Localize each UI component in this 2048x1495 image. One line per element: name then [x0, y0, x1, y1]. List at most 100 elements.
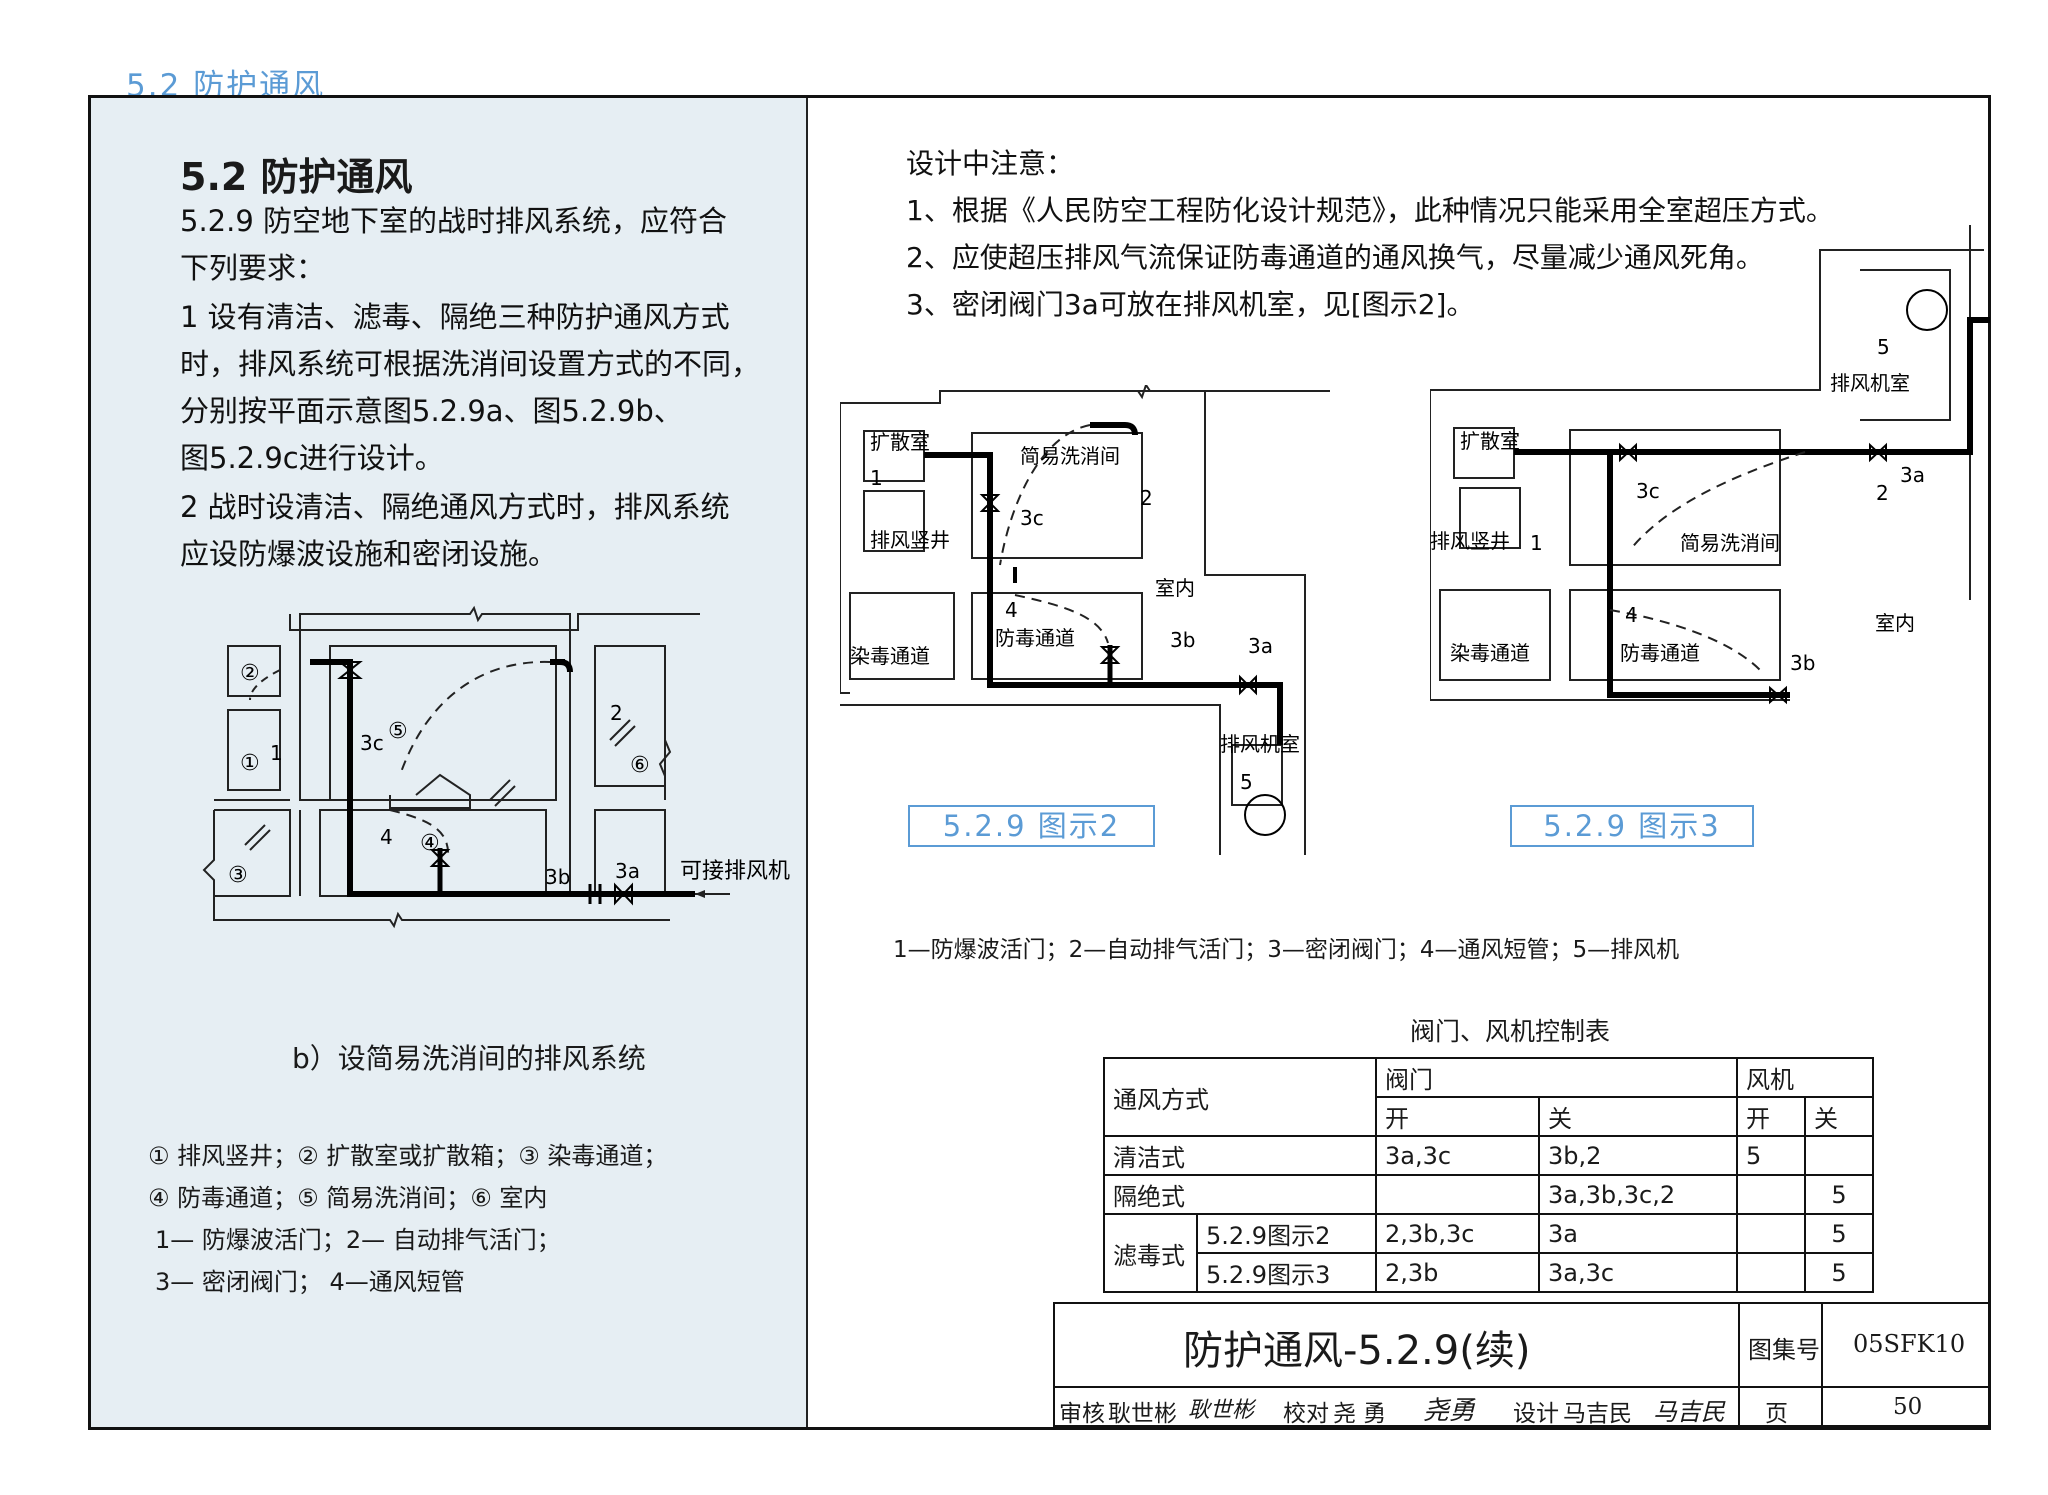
diagram-label: 3c: [1636, 479, 1660, 503]
page-label: 页: [1765, 1401, 1788, 1427]
figure-2-caption: 5.2.9 图示2: [908, 805, 1155, 847]
left-paragraph: 2 战时设清洁、隔绝通风方式时，排风系统: [180, 490, 730, 524]
page-number: 50: [1893, 1394, 1923, 1420]
left-paragraph: 下列要求：: [180, 251, 326, 285]
diagram-label: 5: [1877, 335, 1890, 359]
table-cell: 5: [1804, 1174, 1874, 1215]
table-cell: 3a: [1538, 1213, 1738, 1254]
table-cell: 隔绝式: [1103, 1174, 1377, 1215]
diagram-label: 5: [1240, 770, 1253, 794]
atlas-number: 05SFK10: [1853, 1330, 1966, 1358]
design-label: 设计: [1513, 1401, 1559, 1427]
diagram-label: 室内: [1155, 576, 1195, 600]
table-head-fan: 风机: [1736, 1057, 1874, 1098]
check-label: 校对: [1283, 1401, 1329, 1427]
table-cell: 2,3b: [1375, 1252, 1540, 1293]
diagram-label: 扩散室: [1460, 429, 1520, 453]
figure-2-diagram: 扩散室 排风竖井 1 简易洗消间 染毒通道 防毒通道 室内 排风机室 2 4 5…: [840, 385, 1330, 855]
table-row: 滤毒式 5.2.9图示2 2,3b,3c 3a 5: [1103, 1213, 1874, 1293]
left-plan-diagram: ② ① 1 3c ⑤ 2 ⑥ 4 ④ ③ 3b 3a 可接排风机: [202, 605, 790, 929]
table-cell: 5.2.9图示3: [1196, 1252, 1377, 1293]
diagram-label: 室内: [1875, 611, 1915, 635]
left-paragraph: 应设防爆波设施和密闭设施。: [180, 537, 558, 571]
table-row: 5.2.9图示3 2,3b 3a,3c 5: [1104, 1252, 1874, 1293]
table-cell: 3b,2: [1538, 1135, 1738, 1176]
left-section-title: 5.2 防护通风: [180, 155, 413, 199]
table-cell: 5: [1804, 1252, 1874, 1293]
design-note: 3、密闭阀门3a可放在排风机室，见[图示2]。: [906, 288, 1475, 321]
checker-name: 尧 勇: [1333, 1401, 1387, 1427]
diagram-label: 4: [1005, 598, 1018, 622]
design-note: 1、根据《人民防空工程防化设计规范》，此种情况只能采用全室超压方式。: [906, 194, 1834, 227]
table-header-row: 开 关 开 关: [1104, 1096, 1874, 1137]
diagram-label: 2: [1140, 486, 1153, 510]
diagram-label: 3b: [1790, 651, 1815, 675]
diagram-label: 排风机室: [1220, 732, 1300, 756]
table-cell: 5.2.9图示2: [1196, 1213, 1377, 1254]
diagram-label: 防毒通道: [995, 626, 1075, 650]
diagram-label: 可接排风机: [680, 859, 790, 884]
left-paragraph: 5.2.9 防空地下室的战时排风系统，应符合: [180, 204, 728, 238]
diagram-label: ⑥: [630, 753, 650, 778]
table-cell: 5: [1804, 1213, 1874, 1254]
table-cell: 3a,3b,3c,2: [1538, 1174, 1738, 1215]
diagram-label: 1: [870, 466, 883, 490]
left-legend-line: ① 排风竖井；② 扩散室或扩散箱；③ 染毒通道；: [148, 1142, 668, 1170]
left-paragraph: 分别按平面示意图5.2.9a、图5.2.9b、: [180, 394, 683, 428]
left-legend-line: 1— 防爆波活门；2— 自动排气活门；: [155, 1226, 561, 1254]
left-diagram-caption: b）设简易洗消间的排风系统: [292, 1042, 646, 1075]
diagram-label: ④: [420, 831, 440, 856]
left-legend-line: ④ 防毒通道；⑤ 简易洗消间；⑥ 室内: [148, 1184, 548, 1212]
diagram-label: 简易洗消间: [1680, 531, 1780, 555]
diagram-label: ⑤: [388, 719, 408, 744]
table-cell: [1736, 1252, 1806, 1293]
diagram-label: 3a: [1248, 634, 1273, 658]
diagram-label: 2: [1876, 481, 1889, 505]
title-block-title: 防护通风-5.2.9(续): [1183, 1328, 1531, 1374]
table-head-valve-close: 关: [1538, 1096, 1738, 1137]
atlas-label: 图集号: [1748, 1336, 1820, 1364]
table-cell: [1375, 1174, 1540, 1215]
diagram-label: 简易洗消间: [1020, 444, 1120, 468]
table-cell: 滤毒式: [1103, 1213, 1198, 1293]
table-head-fan-close: 关: [1804, 1096, 1874, 1137]
diagram-label: 3b: [545, 865, 570, 889]
checker-signature: 尧勇: [1423, 1396, 1476, 1426]
table-head-valve: 阀门: [1375, 1057, 1738, 1098]
diagram-label: 3a: [1900, 463, 1925, 487]
diagram-label: 排风竖井: [870, 528, 950, 552]
table-row: 清洁式 3a,3c 3b,2 5: [1103, 1135, 1874, 1176]
diagram-label: 排风机室: [1830, 371, 1910, 395]
table-cell: 2,3b,3c: [1375, 1213, 1540, 1254]
diagram-label: ③: [228, 863, 248, 888]
valve-fan-control-table: 通风方式 阀门 风机 开 关 开 关 清洁式 3a,3c 3b,2 5 隔绝式 …: [1103, 1057, 1874, 1293]
diagram-label: 3b: [1170, 628, 1195, 652]
table-head-valve-open: 开: [1375, 1096, 1540, 1137]
designer-signature: 马吉民: [1653, 1398, 1725, 1426]
left-paragraph: 图5.2.9c进行设计。: [180, 441, 444, 475]
figure-3-diagram: 扩散室 排风竖井 1 简易洗消间 染毒通道 防毒通道 室内 排风机室 2 4 5…: [1430, 225, 1990, 705]
reviewer-name: 耿世彬: [1108, 1401, 1177, 1427]
figure-legend: 1—防爆波活门；2—自动排气活门；3—密闭阀门；4—通风短管；5—排风机: [893, 937, 1680, 963]
table-head-mode: 通风方式: [1103, 1057, 1377, 1137]
figure-3-caption: 5.2.9 图示3: [1510, 805, 1754, 847]
table-cell: [1804, 1135, 1874, 1176]
reviewer-signature: 耿世彬: [1188, 1398, 1255, 1423]
table-cell: 清洁式: [1103, 1135, 1377, 1176]
table-row: 隔绝式 3a,3b,3c,2 5: [1103, 1174, 1874, 1215]
diagram-label: 扩散室: [870, 430, 930, 454]
left-legend-line: 3— 密闭阀门； 4—通风短管: [155, 1268, 465, 1296]
diagram-label: 4: [1625, 603, 1638, 627]
designer-name: 马吉民: [1563, 1401, 1632, 1427]
title-block: 防护通风-5.2.9(续) 图集号 05SFK10 审核 耿世彬 耿世彬 校对 …: [1053, 1302, 1991, 1427]
diagram-label: 3c: [1020, 506, 1044, 530]
table-title: 阀门、风机控制表: [1410, 1017, 1611, 1046]
diagram-label: 3c: [360, 731, 384, 755]
table-cell: 3a,3c: [1375, 1135, 1540, 1176]
review-label: 审核: [1059, 1401, 1105, 1427]
diagram-label: ①: [240, 751, 260, 776]
diagram-label: ②: [240, 661, 260, 686]
table-cell: [1736, 1174, 1806, 1215]
diagram-label: 4: [380, 825, 393, 849]
left-paragraph: 时，排风系统可根据洗消间设置方式的不同，: [180, 347, 761, 381]
